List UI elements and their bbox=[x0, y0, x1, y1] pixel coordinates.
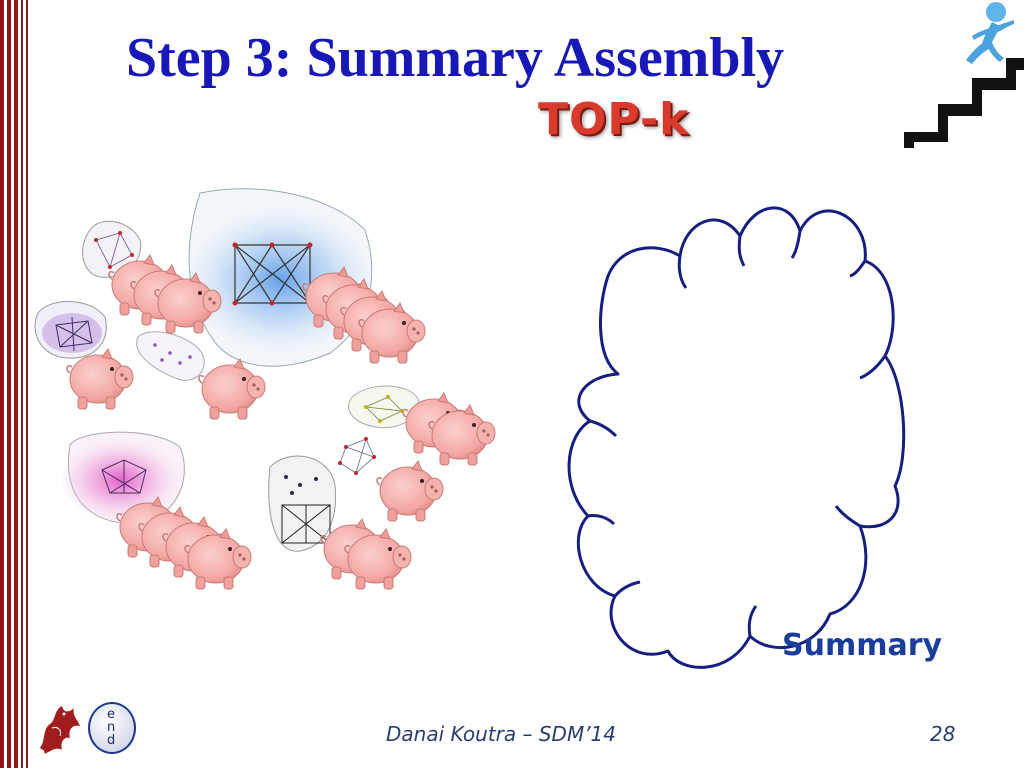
end-button-letter-e: e bbox=[107, 707, 115, 722]
left-decorative-stripes bbox=[0, 0, 28, 768]
end-button-letter-d: d bbox=[107, 733, 116, 748]
top-k-highlight: TOP-k bbox=[538, 94, 690, 145]
dragon-logo-icon bbox=[40, 706, 80, 754]
end-button[interactable]: e n d bbox=[88, 702, 136, 754]
slide-title: Step 3: Summary Assembly bbox=[126, 27, 785, 89]
page-number: 28 bbox=[930, 722, 956, 746]
summary-cloud bbox=[567, 206, 906, 669]
graph-clusters-with-pigs bbox=[34, 188, 496, 590]
runner-on-stairs-icon bbox=[904, 2, 1024, 148]
footer-author: Danai Koutra – SDM’14 bbox=[386, 722, 617, 746]
summary-label: Summary bbox=[782, 628, 943, 663]
end-button-letter-n: n bbox=[107, 720, 116, 735]
